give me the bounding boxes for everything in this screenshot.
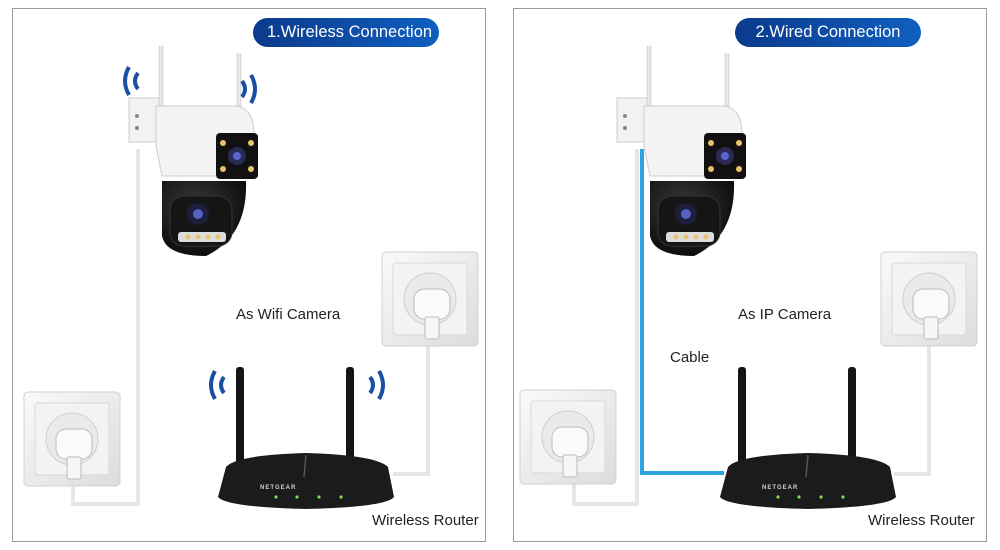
router <box>719 367 897 510</box>
wifi-waves-icon <box>240 73 257 105</box>
power-cable <box>71 149 140 506</box>
router-brand-logo: NETGEAR <box>260 485 297 491</box>
router-power-cable <box>894 339 931 476</box>
wifi-waves-icon <box>209 369 226 401</box>
camera <box>128 46 259 257</box>
cable-label: Cable <box>670 349 710 366</box>
wireless-diagram <box>23 46 479 510</box>
camera-label: As Wifi Camera <box>236 306 341 323</box>
wall-socket <box>381 251 479 347</box>
router-label: Wireless Router <box>868 512 975 529</box>
panel-title: 1.Wireless Connection <box>253 18 439 47</box>
wired-connection-panel: NETGEAR 2.Wired Connection As IP Camera … <box>513 8 987 542</box>
wall-socket <box>23 391 121 487</box>
wifi-waves-icon <box>123 65 140 97</box>
panel-title: 2.Wired Connection <box>735 18 921 47</box>
wired-diagram <box>519 46 978 510</box>
wall-socket <box>880 251 978 347</box>
wireless-connection-panel: NETGEAR 1.Wireless Connection As Wifi Ca… <box>12 8 486 542</box>
camera-label: As IP Camera <box>738 306 832 323</box>
wifi-waves-icon <box>368 369 385 401</box>
router-brand-logo: NETGEAR <box>762 485 799 491</box>
router-label: Wireless Router <box>372 512 479 529</box>
router <box>217 367 395 510</box>
wall-socket <box>519 389 617 485</box>
network-cable <box>640 149 724 475</box>
power-cable <box>572 149 639 506</box>
router-power-cable <box>393 339 430 476</box>
